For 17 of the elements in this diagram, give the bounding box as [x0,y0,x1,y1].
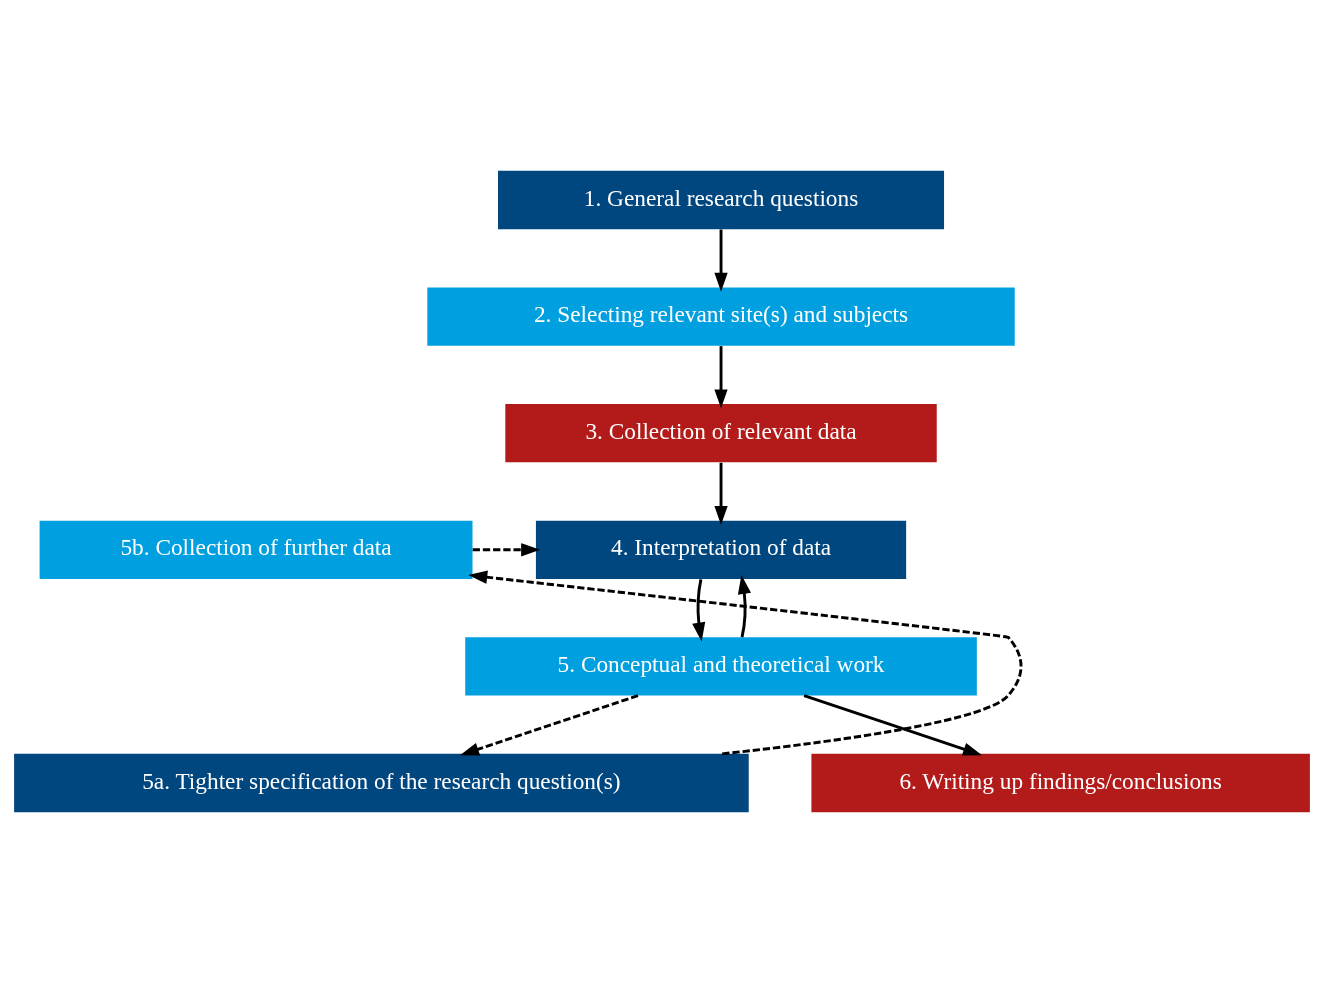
arrow [737,574,752,637]
arrow [468,570,1023,755]
node-box: 4. Interpretation of data [535,520,907,579]
node-box: 5. Conceptual and theoretical work [465,636,977,696]
arrow [692,578,706,642]
arrow [714,345,728,408]
node-box: 6. Writing up findings/conclusions [811,753,1310,812]
arrow [714,462,728,525]
arrow [803,693,983,755]
node-box: 1. General research questions [498,170,945,229]
arrow [714,229,728,292]
arrow [460,693,639,755]
node-box: 3. Collection of relevant data [505,403,937,462]
node-box: 5b. Collection of further data [39,520,473,579]
node-box: 5a. Tighter specification of the research question(s) [14,753,749,812]
node-box: 2. Selecting relevant site(s) and subjects [427,286,1015,346]
arrow [472,542,541,556]
